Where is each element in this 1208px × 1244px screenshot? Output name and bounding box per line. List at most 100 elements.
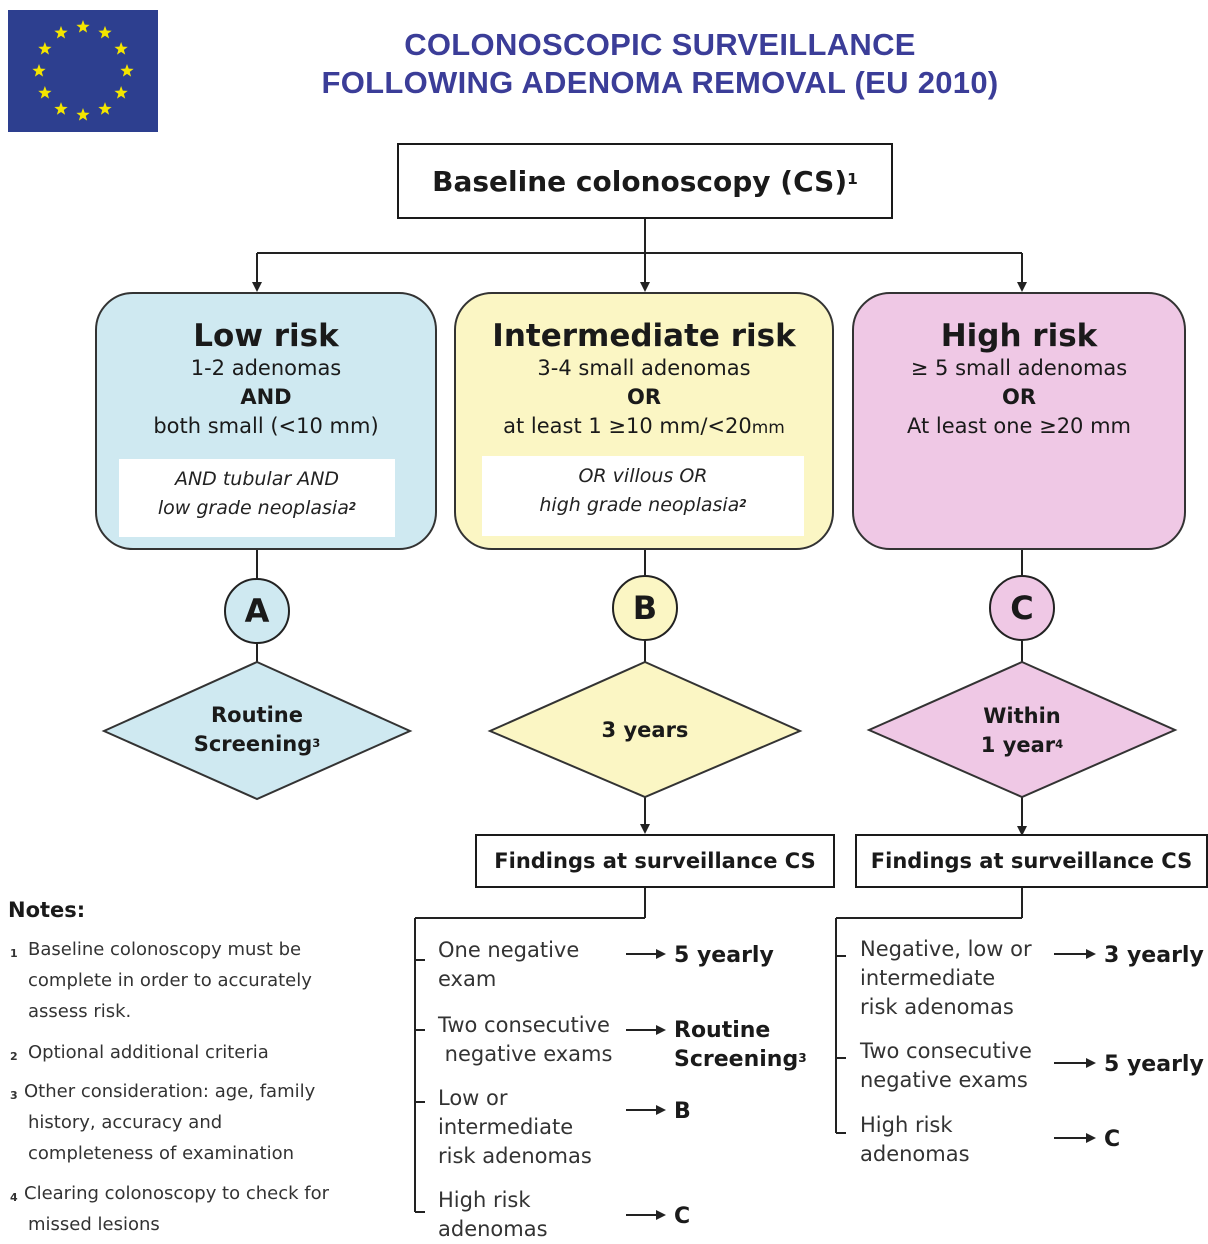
right-finding-2-line-2: negative exams	[860, 1068, 1028, 1092]
intermediate-risk-unit: mm	[751, 418, 785, 438]
right-finding-1-line-1: Negative, low or	[860, 937, 1032, 961]
right-result-3: C	[1104, 1127, 1121, 1152]
low-optional-line-2: low grade neoplasia	[157, 497, 349, 519]
low-optional-line-1: AND tubular AND	[174, 468, 340, 490]
mid-finding-3-line-1: Low or	[438, 1086, 508, 1110]
mid-result-2-line-1: Routine	[674, 1018, 771, 1043]
mid-result-2-footnote-ref: 3	[798, 1050, 807, 1065]
mid-result-2-line-2: Screening	[674, 1047, 799, 1072]
right-finding-3-line-2: adenomas	[860, 1142, 970, 1166]
intermediate-risk-optional-criteria: OR villous OR high grade neoplasia2	[482, 456, 804, 536]
note-1-line-2: complete in order to accurately	[28, 970, 312, 991]
mid-finding-3: Low or intermediate risk adenomas	[438, 1084, 592, 1171]
mid-result-4: C	[674, 1204, 691, 1229]
intermediate-risk-conjunction: OR	[626, 385, 662, 409]
notes-title: Notes:	[8, 898, 86, 922]
high-risk-conjunction: OR	[1001, 385, 1037, 409]
note-3-line-2: history, accuracy and	[28, 1112, 223, 1133]
low-risk-optional-criteria: AND tubular AND low grade neoplasia2	[119, 459, 395, 537]
note-2: 2 Optional additional criteria	[10, 1037, 370, 1068]
intermediate-risk-line-2: at least 1 ≥10 mm/<20	[503, 414, 752, 438]
decision-diamond-c	[866, 660, 1178, 799]
high-risk-box: High risk ≥ 5 small adenomas OR At least…	[852, 292, 1186, 550]
low-risk-line-2: both small (<10 mm)	[153, 414, 379, 438]
pathway-circle-a: A	[224, 578, 290, 644]
low-risk-conjunction: AND	[240, 385, 292, 409]
baseline-colonoscopy-box: Baseline colonoscopy (CS)1	[397, 143, 893, 219]
intermediate-optional-footnote-ref: 2	[739, 497, 747, 510]
intermediate-risk-line-1: 3-4 small adenomas	[537, 356, 751, 380]
flag-star	[54, 25, 68, 39]
decision-c-line-2: 1 year	[980, 733, 1056, 757]
title-line-1: COLONOSCOPIC SURVEILLANCE	[404, 27, 916, 62]
pathway-circle-c: C	[989, 575, 1055, 641]
mid-finding-3-line-2: intermediate	[438, 1115, 574, 1139]
findings-box-high: Findings at surveillance CS	[855, 834, 1208, 888]
right-finding-1-line-3: risk adenomas	[860, 995, 1014, 1019]
mid-result-2: Routine Screening3	[674, 1016, 807, 1074]
baseline-footnote-ref: 1	[847, 170, 858, 189]
low-risk-title: Low risk	[193, 318, 339, 354]
mid-finding-4-line-1: High risk	[438, 1188, 531, 1212]
decision-a-line-1: Routine	[211, 703, 303, 727]
right-finding-2-line-1: Two consecutive	[860, 1039, 1032, 1063]
flag-star	[114, 86, 128, 99]
note-4-line-1: Clearing colonoscopy to check for	[24, 1183, 330, 1204]
note-2-number: 2	[10, 1050, 18, 1063]
right-result-2: 5 yearly	[1104, 1052, 1204, 1077]
right-finding-3-line-1: High risk	[860, 1113, 953, 1137]
note-4-line-2: missed lesions	[28, 1214, 160, 1235]
page-title: COLONOSCOPIC SURVEILLANCE FOLLOWING ADEN…	[250, 26, 1070, 102]
right-finding-2: Two consecutive negative exams	[860, 1037, 1032, 1095]
flag-star	[38, 86, 52, 99]
right-finding-1: Negative, low or intermediate risk adeno…	[860, 935, 1032, 1022]
note-1-line-3: assess risk.	[28, 1001, 132, 1022]
intermediate-optional-line-1: OR villous OR	[578, 465, 708, 487]
high-risk-line-1: ≥ 5 small adenomas	[910, 356, 1128, 380]
note-4-number: 4	[10, 1191, 18, 1204]
mid-finding-4: High risk adenomas	[438, 1186, 548, 1244]
flag-star	[120, 64, 134, 77]
mid-finding-2-line-1: Two consecutive	[438, 1013, 610, 1037]
decision-a-footnote-ref: 3	[312, 735, 321, 750]
findings-box-intermediate: Findings at surveillance CS	[475, 834, 835, 888]
flag-star	[76, 20, 90, 33]
mid-finding-1-line-1: One negative	[438, 938, 580, 962]
flag-star	[98, 25, 112, 39]
decision-label-b: 3 years	[601, 718, 689, 742]
mid-finding-4-line-2: adenomas	[438, 1217, 548, 1241]
pathway-circle-b: B	[612, 575, 678, 641]
flag-star	[98, 102, 112, 115]
mid-finding-2-line-2: negative exams	[438, 1042, 613, 1066]
flag-star	[32, 64, 46, 77]
eu-flag-logo	[8, 10, 158, 132]
mid-finding-2: Two consecutive negative exams	[438, 1011, 612, 1069]
note-1-number: 1	[10, 947, 18, 960]
decision-label-a: Routine Screening3	[157, 701, 357, 759]
mid-finding-1-line-2: exam	[438, 967, 497, 991]
intermediate-risk-title: Intermediate risk	[492, 318, 796, 354]
mid-result-3: B	[674, 1099, 691, 1124]
eu-stars-icon	[32, 20, 134, 121]
note-2-line-1: Optional additional criteria	[28, 1042, 269, 1063]
decision-diamond-a	[101, 660, 413, 801]
note-3-number: 3	[10, 1089, 18, 1102]
flag-star	[114, 42, 128, 55]
low-optional-footnote-ref: 2	[348, 500, 357, 513]
mid-finding-3-line-3: risk adenomas	[438, 1144, 592, 1168]
note-3: 3 Other consideration: age, family histo…	[10, 1076, 370, 1169]
title-line-2: FOLLOWING ADENOMA REMOVAL (EU 2010)	[321, 65, 999, 100]
note-3-line-1: Other consideration: age, family	[24, 1081, 316, 1102]
flag-star	[38, 42, 52, 55]
baseline-label: Baseline colonoscopy (CS)	[432, 164, 848, 198]
note-1: 1 Baseline colonoscopy must be complete …	[10, 934, 370, 1027]
note-4: 4 Clearing colonoscopy to check for miss…	[10, 1178, 370, 1240]
mid-finding-1: One negative exam	[438, 936, 579, 994]
right-finding-3: High risk adenomas	[860, 1111, 970, 1169]
decision-a-line-2: Screening	[193, 732, 313, 756]
decision-diamond-b	[487, 660, 803, 799]
note-3-line-3: completeness of examination	[28, 1143, 295, 1164]
note-1-line-1: Baseline colonoscopy must be	[28, 939, 302, 960]
decision-c-footnote-ref: 4	[1055, 736, 1064, 751]
